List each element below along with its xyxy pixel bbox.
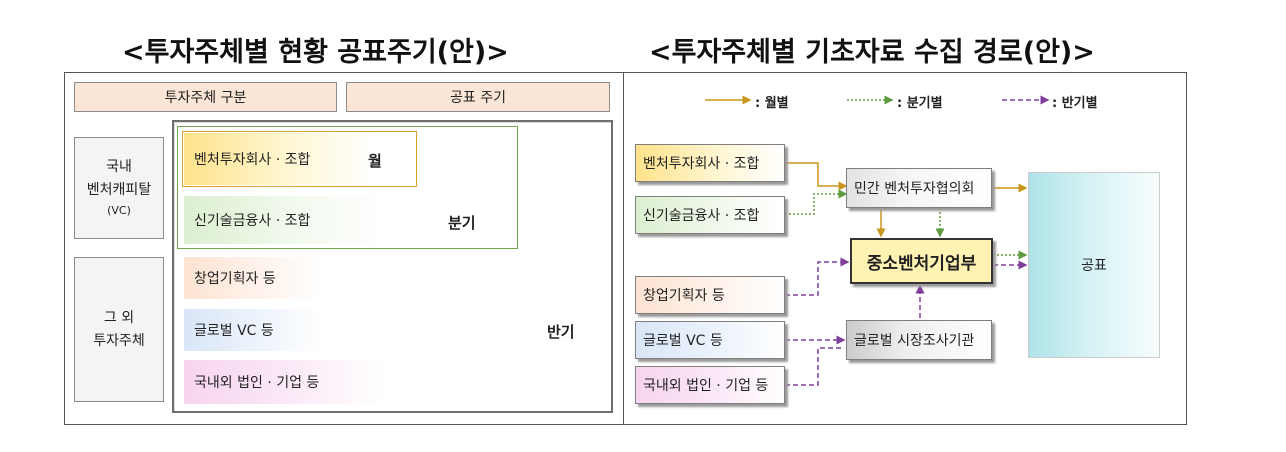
period-quarterly: 분기 <box>448 214 476 232</box>
left-title: <투자주체별 현황 공표주기(안)> <box>122 37 509 68</box>
left-item-vc-firms: 벤처투자회사 · 조합 <box>184 133 374 185</box>
legend-semiannual-label: : 반기별 <box>1052 96 1098 111</box>
edge-newtech-to-association <box>785 189 848 215</box>
left-item-corps: 국내외 법인 · 기업 등 <box>184 360 384 404</box>
source-corps: 국내외 법인 · 기업 등 <box>635 366 785 404</box>
node-publish: 공표 <box>1028 172 1160 358</box>
group-other-line2: 투자주체 <box>93 332 145 349</box>
source-new-tech: 신기술금융사 · 조합 <box>635 196 785 234</box>
figure-frame <box>64 72 1187 425</box>
group-other-line1: 그 외 <box>103 309 135 326</box>
panel-divider <box>623 72 624 425</box>
period-monthly: 월 <box>368 152 382 170</box>
legend-monthly-label: : 월별 <box>755 96 789 111</box>
period-semiannual: 반기 <box>547 323 575 341</box>
edge-corps-to-research <box>785 347 844 386</box>
group-other-investors: 그 외 투자주체 <box>74 257 164 402</box>
header-category: 투자주체 구분 <box>74 82 337 112</box>
node-ministry: 중소벤처기업부 <box>850 238 993 284</box>
source-planners: 창업기획자 등 <box>635 276 785 314</box>
legend-quarterly-label: : 분기별 <box>897 96 943 111</box>
group-domestic-vc-line2: 벤처캐피탈 <box>86 182 152 198</box>
left-item-global-vc: 글로벌 VC 등 <box>184 309 324 351</box>
monthly-box <box>182 131 417 187</box>
left-item-new-tech: 신기술금융사 · 조합 <box>184 196 384 244</box>
group-domestic-vc-line1: 국내 <box>106 159 132 175</box>
right-title: <투자주체별 기초자료 수집 경로(안)> <box>649 37 1095 68</box>
left-item-planners: 창업기획자 등 <box>184 257 324 299</box>
node-association: 민간 벤처투자협의회 <box>846 168 992 208</box>
quarterly-box <box>177 126 518 249</box>
semiannual-box <box>172 120 613 413</box>
edge-planners-to-ministry <box>785 257 850 296</box>
source-vc-firms: 벤처투자회사 · 조합 <box>635 144 785 182</box>
header-cycle: 공표 주기 <box>346 82 610 112</box>
group-domestic-vc-line3: (VC) <box>107 204 131 217</box>
group-domestic-vc: 국내 벤처캐피탈 (VC) <box>74 137 164 239</box>
source-global-vc: 글로벌 VC 등 <box>635 321 785 359</box>
edge-vc-to-association <box>785 162 848 191</box>
node-research: 글로벌 시장조사기관 <box>846 320 992 360</box>
